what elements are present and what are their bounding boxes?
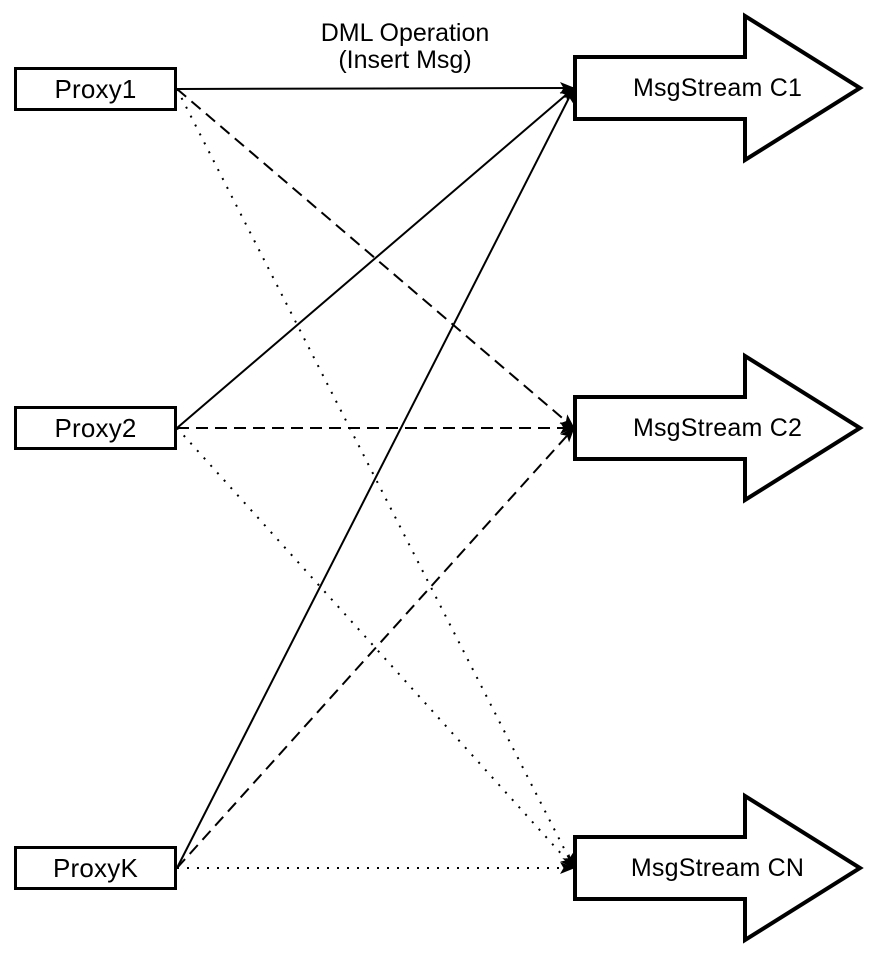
proxy-label-proxyk: ProxyK [52,852,138,883]
edge-proxy1-c1 [176,82,575,95]
stream-shapes-group [573,12,864,944]
edge-proxyk-c1 [176,87,575,869]
msgstream-arrow-shape-c1 [573,12,864,164]
proxy-box-proxy1: Proxy1 [14,67,177,111]
edge-proxyk-c2 [176,427,575,869]
edge-proxy2-c1 [176,87,575,429]
proxy-box-proxyk: ProxyK [14,846,177,890]
proxy-box-proxy2: Proxy2 [14,406,177,450]
msgstream-arrow-shape-cn [573,792,864,944]
edge-label-line1: DML Operation [320,19,490,47]
edge-proxy1-c2 [176,88,575,429]
edge-label-line2: (Insert Msg) [338,46,472,74]
edge-lines-group [176,82,575,874]
proxy-label-proxy2: Proxy2 [54,412,137,443]
edge-label: DML Operation (Insert Msg) [255,20,555,74]
proxy-label-proxy1: Proxy1 [54,73,137,104]
msgstream-arrow-shape-c2 [573,352,864,504]
